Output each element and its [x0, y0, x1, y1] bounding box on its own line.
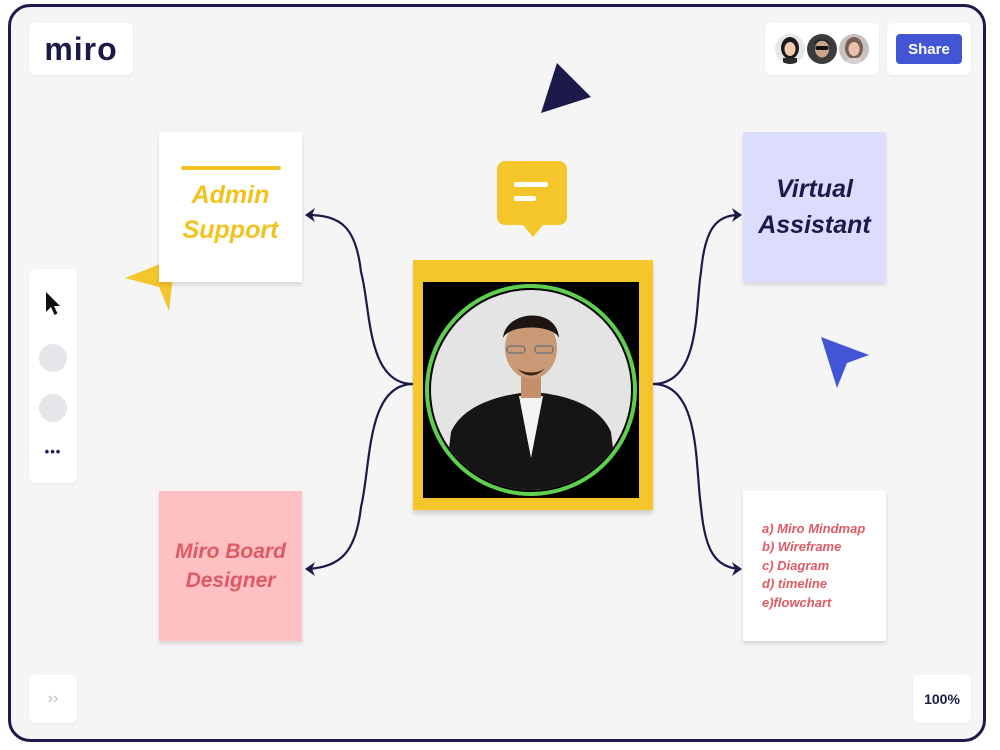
sticky-text-line: Virtual	[776, 175, 853, 203]
sticky-text-line: Support	[182, 216, 279, 244]
sticky-virtual-assistant[interactable]: Virtual Assistant	[743, 132, 886, 282]
select-pointer-icon[interactable]	[44, 291, 62, 322]
sticky-admin-support[interactable]: Admin Support	[159, 132, 302, 282]
share-container: Share	[887, 23, 971, 75]
sticky-text-line: Assistant	[758, 211, 871, 239]
sticky-text-line: Admin	[191, 181, 270, 209]
center-profile-card[interactable]	[413, 260, 653, 510]
left-toolbar: •••	[29, 269, 77, 483]
avatar[interactable]	[807, 34, 837, 64]
share-button[interactable]: Share	[896, 34, 962, 64]
sticky-services-list[interactable]: a) Miro Mindmap b) Wireframe c) Diagram …	[743, 491, 886, 641]
sticky-text-line: Designer	[185, 569, 276, 592]
zoom-level[interactable]: 100%	[913, 675, 971, 723]
profile-photo	[423, 282, 639, 498]
sticky-text-line: Miro Board	[175, 540, 286, 563]
avatar[interactable]	[775, 34, 805, 64]
arrowhead-miro	[305, 562, 315, 576]
more-tools-icon[interactable]: •••	[44, 444, 62, 459]
sticky-miro-board-designer[interactable]: Miro Board Designer	[159, 491, 302, 641]
comment-icon	[497, 161, 567, 237]
expand-panel-button[interactable]: ››	[29, 675, 77, 723]
connector-miro	[306, 382, 414, 571]
avatar[interactable]	[839, 34, 869, 64]
tool-circle-2[interactable]	[39, 394, 67, 422]
collaborator-avatars[interactable]	[765, 23, 879, 75]
arrowhead-list	[732, 562, 742, 576]
list-item: c) Diagram	[762, 557, 830, 573]
list-item: b) Wireframe	[762, 539, 842, 555]
connector-admin	[306, 213, 414, 386]
connector-virtual	[652, 213, 740, 386]
connector-list	[652, 382, 740, 571]
board-canvas[interactable]: miro Share ••• ›› 100% Admin Support V	[8, 4, 986, 742]
arrowhead-admin	[305, 208, 315, 222]
arrowhead-virtual	[732, 208, 742, 222]
tool-circle-1[interactable]	[39, 344, 67, 372]
miro-logo[interactable]: miro	[29, 23, 133, 75]
sticky-accent-bar	[180, 166, 281, 170]
cursor-arrow-blue-icon	[821, 337, 869, 388]
list-item: a) Miro Mindmap	[762, 520, 866, 536]
cursor-arrow-navy-icon	[541, 63, 591, 113]
list-item: d) timeline	[762, 576, 828, 592]
list-item: e)flowchart	[762, 594, 832, 610]
